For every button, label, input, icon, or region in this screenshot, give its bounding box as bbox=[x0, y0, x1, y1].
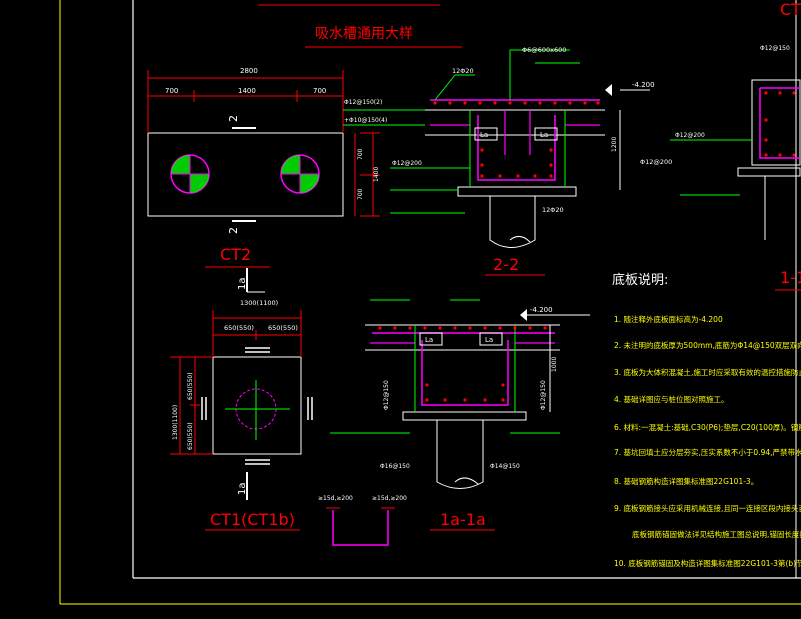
ct2-rebar-a: Φ12@150(2) bbox=[344, 99, 382, 106]
ct2-plan: 2800 700 1400 700 700 700 1400 2 2 CT2 bbox=[147, 67, 380, 268]
ct2-label: CT2 bbox=[220, 245, 251, 264]
right-section-label-top: CT bbox=[780, 0, 801, 19]
note-6: 6. 材料:一混凝土:基础,C30(P6);垫层,C20(100厚)。钢筋:HR… bbox=[614, 422, 801, 432]
note-3: 3. 底板为大体积混凝土,施工时应采取有效的温控措施防止底板裂缝 bbox=[614, 367, 801, 377]
sec22-rebar-right: Φ12@200 bbox=[640, 158, 672, 166]
note-8: 8. 基础钢筋构造详图集标准图22G101-3。 bbox=[614, 476, 758, 486]
ct1-dim-a: 650(550) bbox=[224, 324, 254, 332]
ct2-rebar-c: Φ12@200 bbox=[392, 160, 422, 167]
sec22-la-1: La bbox=[480, 131, 488, 139]
ct1-plan: 1300(1100) 650(550) 650(550) 1300(1100) … bbox=[170, 268, 313, 531]
sec1a-rebar-right: Φ12@150 bbox=[540, 380, 547, 410]
section-2-2: La La -4.200 Φ6@600x600 12Φ20 12Φ20 Φ12@… bbox=[343, 46, 672, 276]
ct2-dim-h: 1400 bbox=[373, 167, 380, 182]
ct2-section-mark-bottom: 2 bbox=[227, 227, 240, 234]
section-1a-1a: La La -4.200 1000 Φ12@150 Φ12@150 Φ16@15… bbox=[330, 299, 590, 531]
sec22-level: -4.200 bbox=[632, 81, 655, 89]
ct2-section-mark-top: 2 bbox=[227, 115, 240, 122]
sec1a-la-2: La bbox=[485, 336, 493, 344]
right-rebar-top: Φ12@150 bbox=[760, 45, 790, 52]
sec1a-rebar-bot-left: Φ16@150 bbox=[380, 463, 410, 470]
note-10: 10. 底板钢筋锚固及构造详图集标准图22G101-3第(b)节 bbox=[614, 558, 801, 568]
anchor-dim-right: ≥15d,≥200 bbox=[372, 495, 407, 502]
sec1a-height: 1000 bbox=[551, 357, 558, 372]
ct2-rebar-b: +Φ10@150(4) bbox=[344, 117, 387, 124]
sec1a-la-1: La bbox=[425, 336, 433, 344]
ct1-dim-v: 1300(1100) bbox=[172, 405, 179, 440]
ct1-dim-v2: 650(550) bbox=[187, 422, 194, 450]
sec1a-rebar-dots bbox=[378, 326, 547, 402]
note-4: 4. 基础详图应与桩位图对照施工。 bbox=[614, 394, 729, 404]
notes-block: 底板说明: 1. 随注释外底板面标高为-4.200 2. 未注明的底板厚为500… bbox=[612, 272, 801, 568]
ct1-mark-top: 1a bbox=[237, 278, 248, 291]
ct2-dim-h2: 700 bbox=[357, 188, 364, 200]
sec22-label: 2-2 bbox=[493, 255, 519, 274]
ct2-dim-b: 1400 bbox=[238, 87, 256, 95]
sec1a-label: 1a-1a bbox=[440, 510, 486, 529]
note-1: 1. 随注释外底板面标高为-4.200 bbox=[614, 314, 723, 324]
drawing-frame bbox=[59, 0, 801, 605]
ct1-mark-bottom: 1a bbox=[237, 483, 248, 496]
note-9b: 底板钢筋锚固做法详见结构施工图总说明,锚固长度按下列要求 bbox=[632, 529, 801, 539]
ct2-dim-h1: 700 bbox=[357, 148, 364, 160]
sec1a-level: -4.200 bbox=[530, 306, 553, 314]
sec1a-rebar-bot-right: Φ14@150 bbox=[490, 463, 520, 470]
anchor-dim-left: ≥15d,≥200 bbox=[318, 495, 353, 502]
note-7: 7. 基坑回填土应分层夯实,压实系数不小于0.94,严禁带水夯填。 bbox=[614, 447, 801, 457]
note-2: 2. 未注明的底板厚为500mm,底筋为Φ14@150双层双向拉通,筏型为 bbox=[614, 340, 801, 350]
ct1-dim-v1: 650(550) bbox=[187, 372, 194, 400]
sec22-la-2: La bbox=[540, 131, 548, 139]
right-rebar-mid: Φ12@200 bbox=[675, 132, 705, 139]
drawing-title: 吸水槽通用大样 bbox=[315, 26, 413, 42]
ct2-dim-c: 700 bbox=[313, 87, 326, 95]
right-partial-section: CT 1-1 Φ12@150 Φ12@200 bbox=[670, 0, 801, 291]
ct1-label: CT1(CT1b) bbox=[210, 510, 295, 529]
note-9: 9. 底板钢筋接头应采用机械连接,且同一连接区段内接头百分率≤25% bbox=[614, 503, 801, 513]
ct2-dim-a: 700 bbox=[165, 87, 178, 95]
right-section-label-mid: 1-1 bbox=[780, 268, 801, 287]
sec1a-rebar-left: Φ12@150 bbox=[383, 380, 390, 410]
sec22-rebar-side: 12Φ20 bbox=[452, 67, 474, 75]
sec22-height: 1200 bbox=[611, 137, 618, 152]
sec22-rebar-dots bbox=[433, 101, 600, 178]
ct2-dim-total: 2800 bbox=[240, 67, 258, 75]
ct1-dim-b: 650(550) bbox=[268, 324, 298, 332]
sec22-rebar-bottom: 12Φ20 bbox=[542, 206, 564, 214]
sec22-rebar-top: Φ6@600x600 bbox=[522, 46, 566, 54]
anchor-details: ≥15d,≥200 ≥15d,≥200 bbox=[318, 495, 407, 546]
notes-title: 底板说明: bbox=[612, 272, 668, 288]
ct1-dim-total: 1300(1100) bbox=[240, 299, 278, 307]
